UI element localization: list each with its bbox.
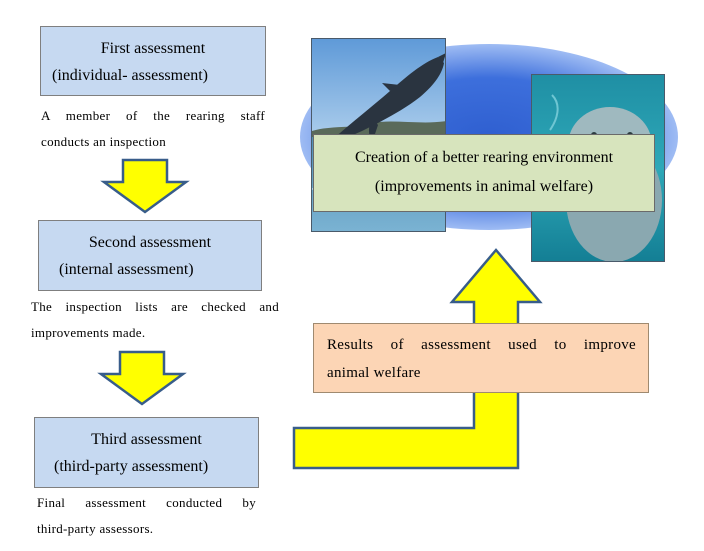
second-assessment-title: Second assessment (88, 234, 212, 251)
first-assessment-box: First assessment (individual- assessment… (40, 26, 266, 96)
second-assessment-subtitle: (internal assessment) (59, 261, 194, 278)
first-assessment-subtitle: (individual- assessment) (52, 67, 208, 84)
goal-line-2: (improvements in animal welfare) (374, 178, 594, 195)
first-assessment-title: First assessment (100, 40, 206, 57)
third-assessment-box: Third assessment (third-party assessment… (34, 417, 259, 488)
down-arrow-2-icon (97, 350, 187, 406)
goal-box: Creation of a better rearing environment… (313, 134, 655, 212)
second-assessment-note: The inspection lists are checked and imp… (31, 299, 279, 340)
results-line-2: animal welfare (327, 365, 421, 381)
results-line-1: Results of assessment used to improve (327, 337, 636, 353)
down-arrow-1-icon (100, 158, 190, 214)
third-assessment-title: Third assessment (91, 431, 202, 448)
first-assessment-note: A member of the rearing staff conducts a… (41, 108, 265, 149)
third-assessment-subtitle: (third-party assessment) (54, 458, 209, 475)
second-assessment-box: Second assessment (internal assessment) (38, 220, 262, 291)
goal-line-1: Creation of a better rearing environment (354, 149, 614, 166)
third-assessment-note: Final assessment conducted by third-part… (37, 495, 256, 536)
results-box: Results of assessment used to improve an… (313, 323, 649, 393)
